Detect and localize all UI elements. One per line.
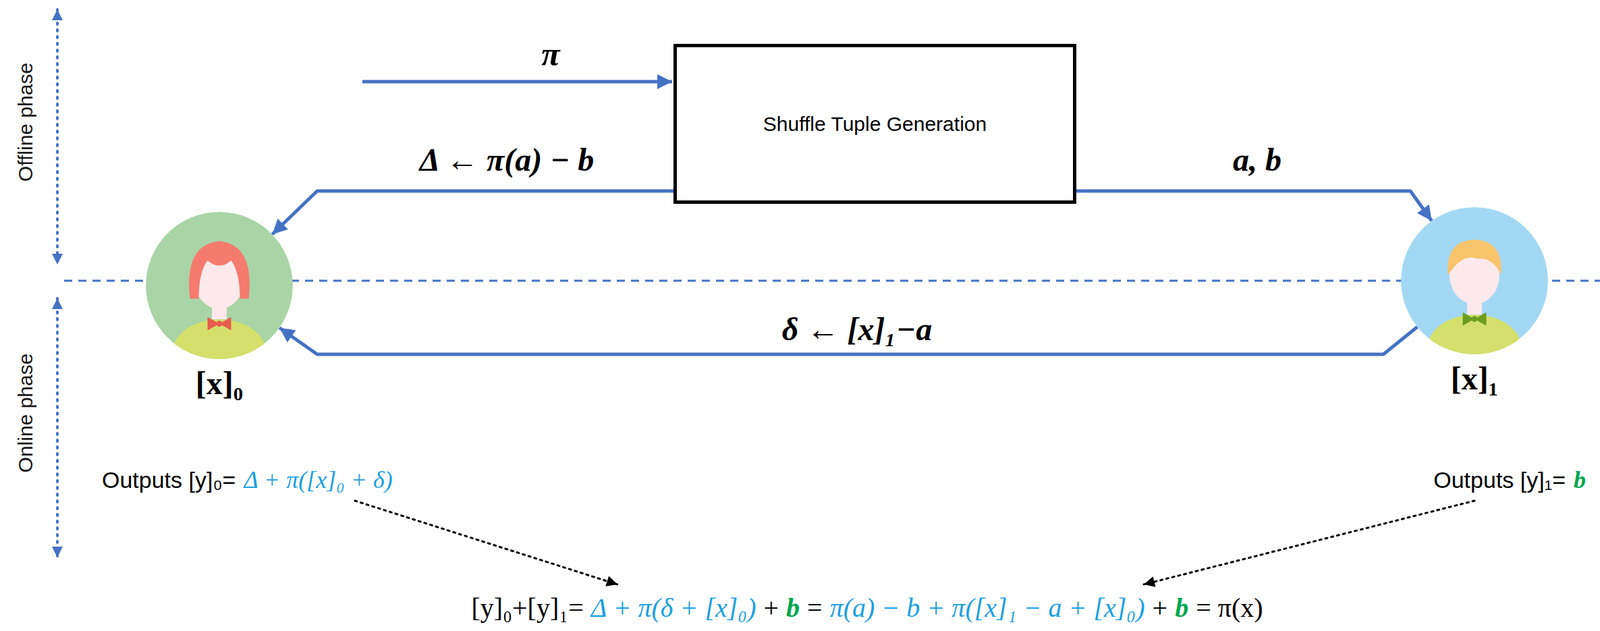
- leader-arrow: [354, 500, 618, 585]
- avatar-bow-knot: [216, 320, 223, 327]
- edge-label: a, b: [1230, 141, 1285, 179]
- avatar-bow: [1463, 312, 1487, 326]
- avatar-group: [1400, 207, 1549, 355]
- party-share-label: [x]₁: [1450, 359, 1499, 397]
- formula-term: Δ + π([x]₀ + δ): [243, 465, 393, 494]
- message-arrow: [1076, 190, 1432, 221]
- party-avatar: [x]₀: [145, 211, 293, 360]
- input-arrow: [362, 80, 673, 84]
- formula-term: Outputs [y]₀=: [101, 466, 236, 494]
- formula-term: =: [807, 591, 823, 624]
- avatar-hair: [188, 241, 250, 299]
- phase-label: Online phase: [14, 353, 38, 474]
- formula-term: b: [1573, 465, 1586, 494]
- party-avatar: [x]₁: [1400, 207, 1549, 355]
- party-share-label: [x]₀: [195, 364, 243, 402]
- avatar-group: [145, 211, 293, 360]
- avatar-shirt: [172, 319, 267, 360]
- edge-label: Δ ← π(a) − b: [417, 141, 598, 179]
- avatar-bow: [207, 317, 232, 331]
- process-box: Shuffle Tuple Generation: [673, 43, 1077, 204]
- formula-row: Outputs [y]₀=Δ + π([x]₀ + δ): [101, 465, 393, 494]
- phase-label: Offline phase: [14, 62, 38, 182]
- avatar-bow-knot: [1471, 315, 1478, 322]
- formula-term: π(a) − b + π([x]₁ − a + [x]₀): [830, 591, 1146, 624]
- phase-divider: [64, 280, 1600, 283]
- avatar-figure: [145, 211, 293, 360]
- formula-term: +: [1152, 591, 1169, 624]
- phase-span-arrow: [56, 9, 59, 265]
- formula-term: b: [1174, 591, 1189, 624]
- formula-term: +: [763, 591, 780, 624]
- formula-term: Δ + π(δ + [x]₀): [591, 591, 757, 624]
- formula-row: [y]₀+[y]₁=Δ + π(δ + [x]₀)+b=π(a) − b + π…: [471, 591, 1263, 624]
- formula-term: [y]₀+[y]₁=: [471, 591, 584, 624]
- box-title: Shuffle Tuple Generation: [763, 112, 987, 136]
- arrow-label: π: [541, 34, 560, 74]
- formula-row: Outputs [y]₁=b: [1433, 465, 1586, 494]
- edge-label: δ ← [x]₁−a: [779, 310, 935, 348]
- message-arrow: [271, 190, 674, 235]
- avatar-hair: [1447, 239, 1501, 275]
- phase-span-arrow: [56, 298, 59, 558]
- avatar-shirt: [1427, 314, 1522, 355]
- avatar-figure: [1400, 207, 1549, 355]
- leader-arrow: [1143, 500, 1475, 585]
- formula-term: b: [786, 591, 800, 624]
- formula-term: Outputs [y]₁=: [1433, 466, 1566, 494]
- formula-term: = π(x): [1195, 591, 1263, 624]
